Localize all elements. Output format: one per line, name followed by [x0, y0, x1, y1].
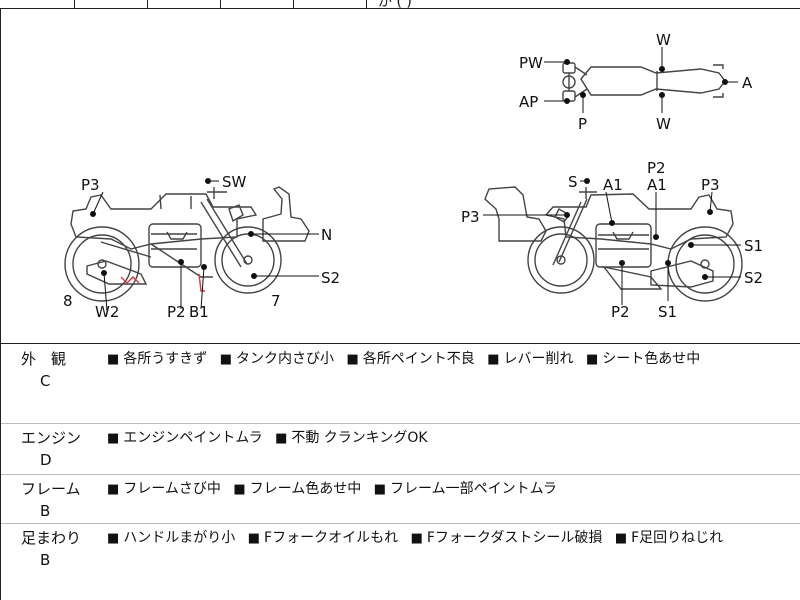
- grade-value: B: [40, 502, 51, 520]
- category-label: エンジン: [21, 429, 82, 447]
- label-s1-upper: S1: [744, 237, 763, 255]
- bullet-icon: ■: [410, 531, 423, 546]
- label-sw: SW: [222, 173, 247, 191]
- table-cell: [293, 0, 367, 8]
- right-motorcycle-outline: [484, 186, 743, 302]
- bullet-icon: ■: [487, 352, 500, 367]
- motorcycle-diagram-svg: P3 SW N S2 8 W2 P2 B1 7 S A1 P2 A1 P3 P3…: [63, 31, 763, 321]
- label-a1-left: A1: [603, 176, 623, 194]
- bullet-icon: ■: [275, 431, 288, 446]
- condition-items: ■フレームさび中 ■フレーム色あせ中 ■フレーム一部ペイントムラ: [107, 478, 565, 498]
- label-pw: PW: [519, 54, 543, 72]
- table-cell: [147, 0, 221, 8]
- condition-row-frame: フレーム B ■フレームさび中 ■フレーム色あせ中 ■フレーム一部ペイントムラ: [0, 474, 800, 524]
- condition-row-engine: エンジン D ■エンジンペイントムラ ■不動 クランキングOK: [0, 423, 800, 475]
- label-s2-right-bike: S2: [744, 269, 763, 287]
- bullet-icon: ■: [247, 531, 261, 546]
- label-w-bottom: W: [656, 115, 671, 133]
- label-w2: W2: [95, 303, 119, 321]
- label-p2-bottom: P2: [611, 303, 630, 321]
- table-cell: [0, 0, 75, 8]
- left-motorcycle-outline: [64, 186, 310, 302]
- bullet-icon: ■: [614, 531, 628, 546]
- table-cell: [220, 0, 294, 8]
- condition-item: フレームさび中: [123, 481, 221, 497]
- label-a1-right: A1: [647, 176, 667, 194]
- bullet-icon: ■: [107, 531, 120, 546]
- condition-item: レバー削れ: [503, 351, 574, 367]
- bullet-icon: ■: [107, 431, 120, 446]
- bullet-icon: ■: [233, 482, 246, 497]
- condition-row-exterior: 外 観 C ■各所うすきず ■タンク内さび小 ■各所ペイント不良 ■レバー削れ …: [0, 344, 800, 424]
- grade-value: C: [40, 372, 51, 390]
- damage-diagram: P3 SW N S2 8 W2 P2 B1 7 S A1 P2 A1 P3 P3…: [0, 9, 800, 344]
- grade-value: D: [40, 451, 52, 469]
- label-p2-left-bike: P2: [167, 303, 186, 321]
- top-view-motorcycle-outline: [562, 62, 726, 102]
- label-w-top: W: [656, 31, 671, 49]
- label-ap: AP: [519, 93, 538, 111]
- condition-item: 各所ペイント不良: [362, 351, 475, 367]
- bullet-icon: ■: [346, 352, 359, 367]
- category-label: 外 観: [21, 350, 67, 368]
- label-s2-left-bike: S2: [321, 269, 340, 287]
- condition-item: シート色あせ中: [602, 351, 701, 367]
- label-p2-top: P2: [647, 159, 666, 177]
- label-7: 7: [271, 292, 281, 310]
- condition-row-suspension: 足まわり B ■ハンドルまがり小 ■Fフォークオイルもれ ■Fフォークダストシー…: [0, 523, 800, 600]
- bullet-icon: ■: [107, 482, 120, 497]
- bullet-icon: ■: [373, 482, 386, 497]
- condition-item: エンジンペイントムラ: [123, 430, 263, 446]
- condition-item: 不動 クランキングOK: [291, 430, 428, 446]
- bullet-icon: ■: [107, 352, 120, 367]
- condition-item: F足回りねじれ: [631, 530, 724, 546]
- grade-value: B: [40, 551, 51, 569]
- label-p3-right-bike-left: P3: [461, 208, 480, 226]
- condition-item: フレーム色あせ中: [249, 481, 362, 497]
- condition-item: タンク内さび小: [236, 351, 335, 367]
- category-label: 足まわり: [21, 529, 82, 547]
- label-n: N: [321, 226, 332, 244]
- leader-lines: [90, 47, 741, 312]
- label-8: 8: [63, 292, 73, 310]
- label-s: S: [568, 173, 578, 191]
- label-p3-right-bike: P3: [701, 176, 720, 194]
- cut-off-text: が ( ): [378, 0, 412, 10]
- label-a: A: [742, 74, 753, 92]
- category-label: フレーム: [21, 480, 81, 498]
- condition-item: 各所うすきず: [123, 351, 208, 367]
- table-cell: [74, 0, 148, 8]
- condition-items: ■エンジンペイントムラ ■不動 クランキングOK: [107, 427, 436, 447]
- damage-mark: [120, 273, 205, 292]
- condition-item: ハンドルまがり小: [123, 530, 236, 546]
- label-p-top-view: P: [578, 115, 587, 133]
- bullet-icon: ■: [219, 352, 233, 367]
- label-s1-lower: S1: [658, 303, 677, 321]
- condition-item: フレーム一部ペイントムラ: [389, 481, 557, 497]
- condition-items: ■ハンドルまがり小 ■Fフォークオイルもれ ■Fフォークダストシール破損 ■F足…: [107, 527, 731, 547]
- condition-item: Fフォークオイルもれ: [264, 530, 399, 546]
- bullet-icon: ■: [586, 352, 599, 367]
- condition-item: Fフォークダストシール破損: [426, 530, 603, 546]
- label-b1: B1: [189, 303, 209, 321]
- label-p3-left-bike: P3: [81, 176, 100, 194]
- top-table-strip: が ( ): [0, 0, 800, 10]
- condition-items: ■各所うすきず ■タンク内さび小 ■各所ペイント不良 ■レバー削れ ■シート色あ…: [107, 348, 708, 368]
